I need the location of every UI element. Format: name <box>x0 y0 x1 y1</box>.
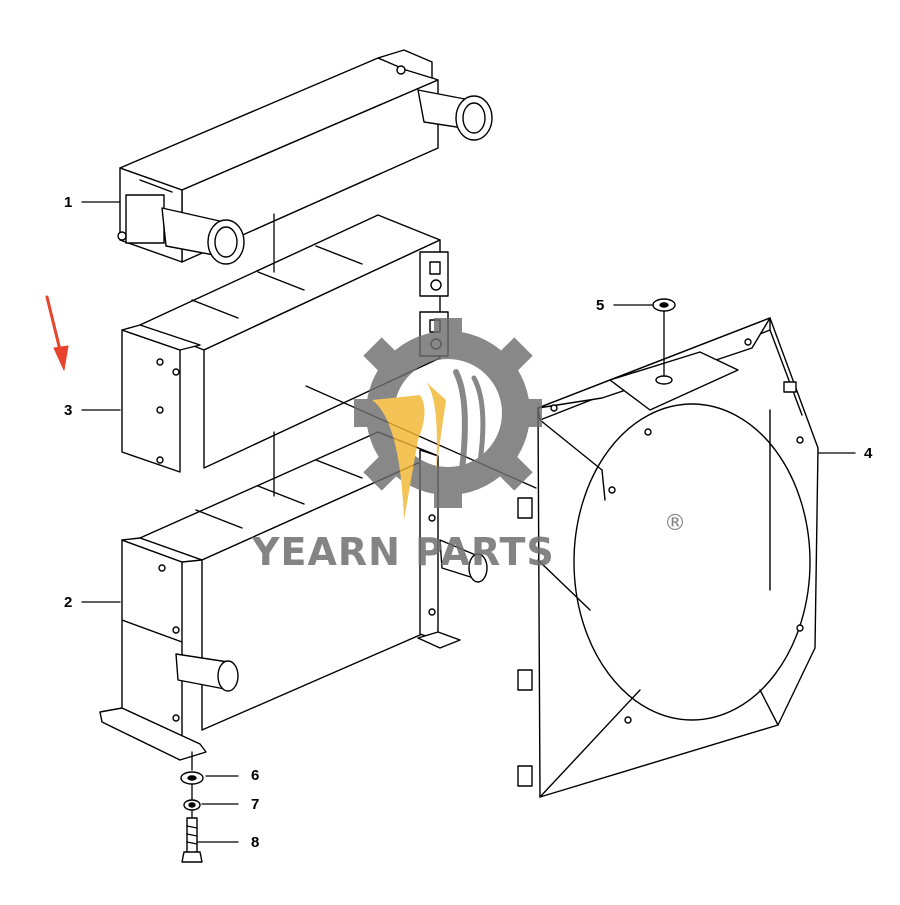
watermark-brand: YEARN PARTS <box>252 530 555 574</box>
part-6-washer <box>180 771 204 785</box>
part-5-washer <box>652 298 676 385</box>
gear-logo-icon <box>354 318 542 520</box>
callout-leaders <box>81 201 856 843</box>
red-arrow-icon <box>45 295 69 371</box>
callout-5: 5 <box>596 297 605 314</box>
callout-8: 8 <box>251 834 260 851</box>
callout-4: 4 <box>864 445 873 462</box>
part-4-fan-shroud <box>517 317 819 798</box>
callout-7: 7 <box>251 796 260 813</box>
callout-6: 6 <box>251 767 260 784</box>
part-1-charge-air-cooler <box>117 49 493 265</box>
callout-1: 1 <box>64 194 73 211</box>
callout-3: 3 <box>64 402 73 419</box>
part-3-cooler-core <box>121 214 449 473</box>
part-7-lock-washer <box>183 799 201 811</box>
part-2-radiator <box>99 431 488 761</box>
watermark-registered-mark: ® <box>664 511 686 536</box>
part-8-bolt <box>181 817 203 863</box>
assembly-lines <box>191 213 665 819</box>
callout-2: 2 <box>64 594 73 611</box>
